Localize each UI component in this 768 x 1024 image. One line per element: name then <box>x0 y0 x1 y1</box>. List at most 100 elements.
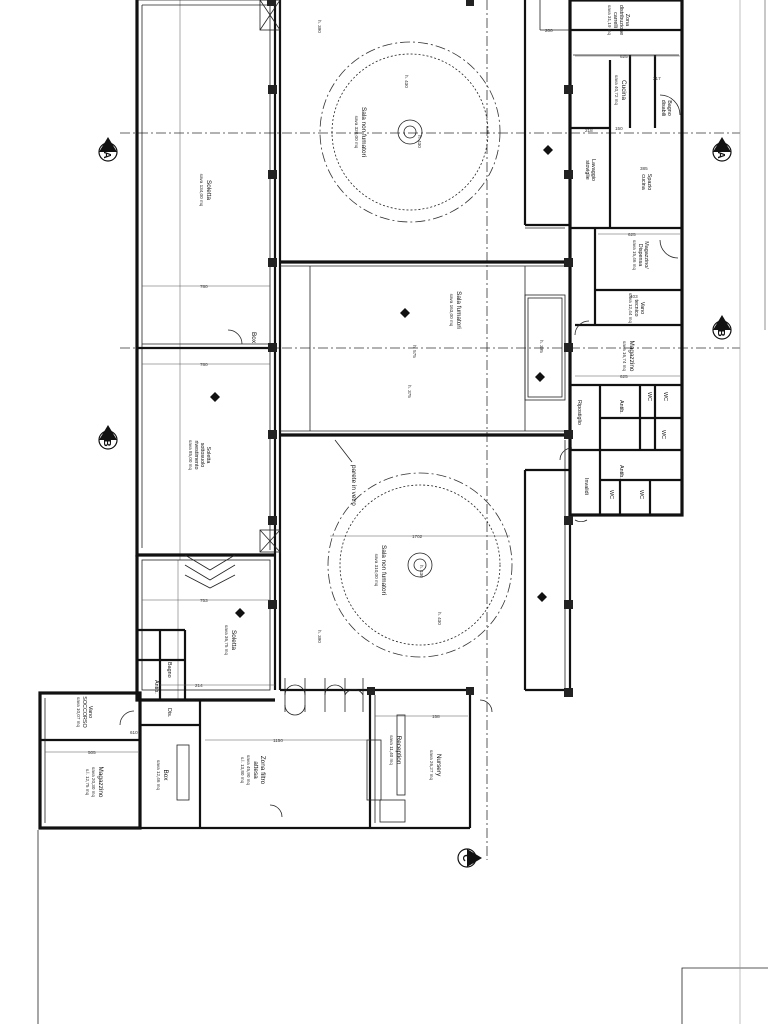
svg-text:h. 430: h. 430 <box>437 612 442 625</box>
svg-text:214: 214 <box>195 683 203 688</box>
svg-text:cucina: cucina <box>640 174 646 190</box>
structural-columns <box>267 0 573 697</box>
svg-text:Soletta: Soletta <box>205 180 212 200</box>
svg-text:h. 390: h. 390 <box>317 20 322 33</box>
svg-text:s.l. 12,75 mq: s.l. 12,75 mq <box>85 769 90 796</box>
svg-text:sava 10,07 mq: sava 10,07 mq <box>76 697 81 728</box>
section-marker-a-left: A <box>98 137 118 162</box>
svg-text:sava 16,74 mq: sava 16,74 mq <box>622 341 627 372</box>
section-marker-b-right: B <box>712 315 732 340</box>
svg-text:rivestimento: rivestimento <box>193 440 199 469</box>
svg-text:Antib.: Antib. <box>153 680 159 694</box>
svg-text:Vano: Vano <box>639 302 645 314</box>
svg-text:SOCCORSO: SOCCORSO <box>81 696 87 727</box>
svg-text:Invalidi: Invalidi <box>583 478 589 495</box>
svg-text:780: 780 <box>200 284 208 289</box>
svg-text:Box: Box <box>162 769 169 781</box>
svg-text:h. 430: h. 430 <box>417 135 422 148</box>
svg-text:Soletta: Soletta <box>205 447 211 464</box>
svg-text:C: C <box>460 854 471 861</box>
svg-text:sava 134,00 mq: sava 134,00 mq <box>199 174 204 207</box>
svg-text:150: 150 <box>615 126 623 131</box>
svg-text:WC: WC <box>638 490 644 499</box>
svg-text:A: A <box>715 151 726 158</box>
svg-text:Bagno: Bagno <box>666 100 672 116</box>
svg-text:sava 85,00 mq: sava 85,00 mq <box>188 440 193 471</box>
svg-text:Lavaggio: Lavaggio <box>590 159 596 181</box>
svg-text:sava 163,00 mq: sava 163,00 mq <box>449 294 454 327</box>
svg-text:625: 625 <box>620 374 628 379</box>
svg-text:sava 12,44 mq: sava 12,44 mq <box>628 293 633 324</box>
svg-text:1702: 1702 <box>412 534 423 539</box>
svg-text:403: 403 <box>630 294 638 299</box>
svg-text:sava 20,30 mq: sava 20,30 mq <box>91 767 96 798</box>
svg-text:WC: WC <box>660 430 666 439</box>
svg-text:Magazzino: Magazzino <box>628 341 635 372</box>
svg-text:sava 45,90 mq: sava 45,90 mq <box>246 755 251 786</box>
entrance-doors <box>284 678 364 716</box>
svg-text:Dis.: Dis. <box>166 708 172 717</box>
svg-text:Magazzino/: Magazzino/ <box>643 241 649 269</box>
svg-text:Zona: Zona <box>624 14 630 26</box>
svg-text:Ripostiglio: Ripostiglio <box>576 400 582 425</box>
svg-text:B: B <box>101 439 112 446</box>
circle-bottom <box>327 472 513 658</box>
svg-text:parete in vetro: parete in vetro <box>350 465 357 506</box>
svg-text:attesa: attesa <box>252 761 259 779</box>
svg-text:158: 158 <box>432 714 440 719</box>
svg-text:sava 12,46 mq: sava 12,46 mq <box>156 760 161 791</box>
svg-text:Antib.: Antib. <box>618 400 624 414</box>
svg-text:Antib.: Antib. <box>618 465 624 479</box>
svg-text:1150: 1150 <box>273 738 283 743</box>
svg-text:sava 310,00 mq: sava 310,00 mq <box>374 554 379 587</box>
svg-text:WC: WC <box>646 392 652 401</box>
svg-text:stoviglie: stoviglie <box>584 160 590 179</box>
svg-text:625: 625 <box>620 54 628 59</box>
svg-text:WC: WC <box>662 392 668 401</box>
svg-text:217: 217 <box>653 76 661 81</box>
svg-text:Bagno: Bagno <box>166 662 172 678</box>
svg-text:sava 11,40 mq: sava 11,40 mq <box>389 735 394 765</box>
svg-text:Vano: Vano <box>87 706 93 718</box>
svg-text:Cucina: Cucina <box>620 80 627 100</box>
svg-text:sottosuolo: sottosuolo <box>199 443 205 468</box>
section-marker-b-left: B <box>98 425 118 450</box>
svg-text:sava 31,19 mq: sava 31,19 mq <box>607 5 612 36</box>
svg-text:WC: WC <box>608 490 614 499</box>
svg-text:B: B <box>715 329 726 336</box>
svg-text:disabili: disabili <box>660 100 666 116</box>
svg-text:Soletta: Soletta <box>230 630 237 650</box>
svg-text:h. 430: h. 430 <box>419 565 424 578</box>
svg-text:Box: Box <box>250 332 257 344</box>
svg-text:200: 200 <box>545 28 553 33</box>
svg-text:218: 218 <box>585 128 593 133</box>
svg-text:distribuzione: distribuzione <box>618 5 624 35</box>
svg-text:780: 780 <box>200 362 208 367</box>
svg-text:Zona filtro: Zona filtro <box>259 756 266 785</box>
svg-text:sava 40,72 mq: sava 40,72 mq <box>614 75 619 106</box>
svg-text:h. 390: h. 390 <box>317 630 322 643</box>
circle-top <box>319 41 501 223</box>
svg-text:385: 385 <box>640 166 648 171</box>
svg-text:h. 430: h. 430 <box>404 75 409 88</box>
section-marker-c: C <box>457 848 482 868</box>
svg-text:h. 375: h. 375 <box>407 385 412 398</box>
svg-text:625: 625 <box>628 232 636 237</box>
svg-text:A: A <box>101 151 112 158</box>
svg-text:tecnico: tecnico <box>633 299 639 316</box>
svg-text:610: 610 <box>130 730 138 735</box>
svg-text:sava 320,00 mq: sava 320,00 mq <box>354 116 359 149</box>
svg-text:Reception: Reception <box>395 736 402 765</box>
svg-text:h. 575: h. 575 <box>412 345 417 358</box>
svg-text:sava 36,75 mq: sava 36,75 mq <box>224 625 229 656</box>
section-marker-a-right: A <box>712 137 732 162</box>
svg-text:Sala non fumatori: Sala non fumatori <box>380 545 387 595</box>
svg-text:sava 26,27 mq: sava 26,27 mq <box>429 750 434 781</box>
svg-text:Spazio: Spazio <box>646 174 652 190</box>
svg-text:Magazzino: Magazzino <box>97 767 104 798</box>
svg-text:carrelli: carrelli <box>612 12 618 28</box>
svg-text:753: 753 <box>200 598 208 603</box>
svg-text:s.l. 13,80 mq: s.l. 13,80 mq <box>240 757 245 784</box>
level-markers <box>210 145 553 618</box>
